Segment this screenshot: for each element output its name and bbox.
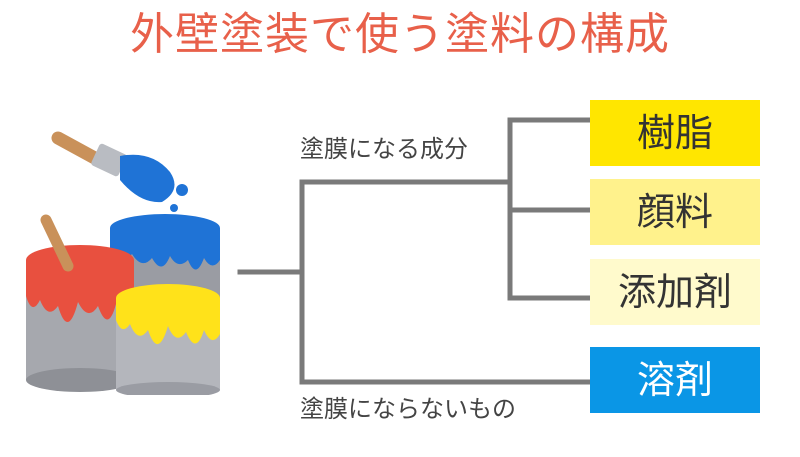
connector-lines — [237, 117, 593, 385]
component-box-resin: 樹脂 — [590, 100, 760, 166]
paint-cans-with-brush-icon — [26, 131, 220, 395]
yellow-paint-can-icon — [116, 284, 220, 395]
red-paint-can-icon — [26, 214, 134, 392]
non-film-forming-label: 塗膜にならないもの — [300, 395, 516, 423]
component-box-solvent: 溶剤 — [590, 347, 760, 413]
component-box-pigment: 顔料 — [590, 179, 760, 245]
diagram-title: 外壁塗装で使う塗料の構成 — [130, 9, 670, 60]
paint-brush-icon — [51, 131, 188, 212]
component-box-additive: 添加剤 — [590, 259, 760, 325]
film-forming-label: 塗膜になる成分 — [300, 135, 468, 163]
